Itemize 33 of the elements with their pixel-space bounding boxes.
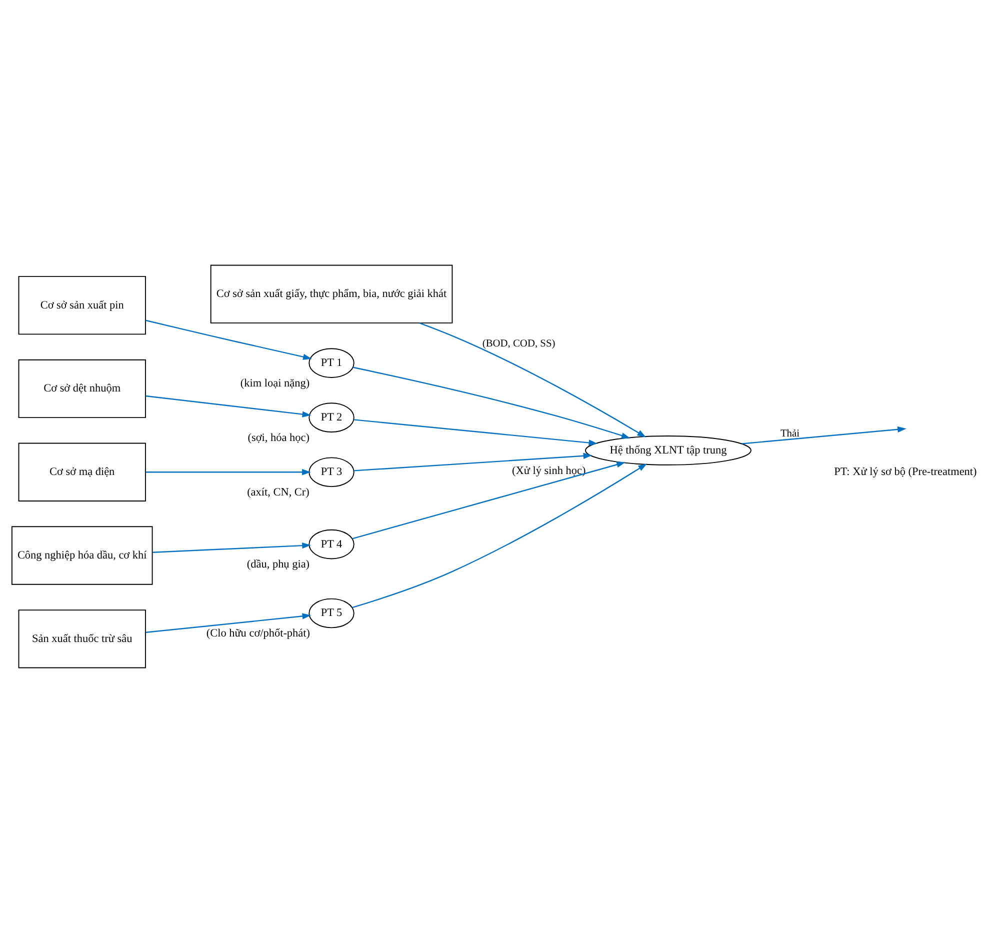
arrow bbox=[146, 320, 312, 360]
node-ellipse: PT 5 bbox=[308, 598, 354, 628]
arrow bbox=[352, 462, 626, 540]
node-ellipse: Hệ thống XLNT tập trung bbox=[585, 436, 752, 466]
node-label: (kim loại nặng) bbox=[240, 377, 310, 390]
edge-label: (BOD, COD, SS) bbox=[482, 338, 556, 350]
arrow bbox=[353, 366, 630, 439]
node-label: (Xử lý sinh học) bbox=[512, 464, 586, 477]
arrow bbox=[419, 322, 646, 438]
node-box: Cơ sở mạ điện bbox=[18, 442, 146, 502]
arrow bbox=[354, 419, 598, 446]
node-label: (axít, CN, Cr) bbox=[247, 486, 310, 499]
arrow bbox=[152, 542, 311, 553]
arrow bbox=[146, 469, 311, 476]
node-label: (sợi, hóa học) bbox=[248, 432, 310, 444]
node-ellipse: PT 3 bbox=[308, 457, 354, 488]
node-ellipse: PT 1 bbox=[308, 348, 354, 378]
node-label: (dầu, phụ gia) bbox=[246, 558, 310, 571]
label: PT: Xử lý sơ bộ (Pre-treatment) bbox=[834, 466, 977, 478]
arrow bbox=[742, 426, 906, 444]
arrow bbox=[146, 613, 312, 633]
arrow bbox=[354, 452, 592, 472]
node-box: Cơ sở sản xuất pin bbox=[18, 276, 146, 335]
node-box: Công nghiệp hóa dầu, cơ khí bbox=[11, 526, 153, 585]
node-ellipse: PT 4 bbox=[308, 529, 354, 560]
node-box: Sản xuất thuốc trừ sâu bbox=[18, 610, 146, 668]
node-label: (Clo hữu cơ/phốt-phát) bbox=[206, 628, 310, 640]
arrow bbox=[352, 464, 648, 608]
node-ellipse: PT 2 bbox=[308, 402, 354, 432]
arrow bbox=[146, 395, 312, 418]
edge-label: Thải bbox=[780, 428, 800, 440]
node-box: Cơ sở sản xuất giấy, thực phẩm, bia, nước giải khát bbox=[210, 264, 453, 324]
node-box: Cơ sở dệt nhuộm bbox=[18, 359, 146, 418]
